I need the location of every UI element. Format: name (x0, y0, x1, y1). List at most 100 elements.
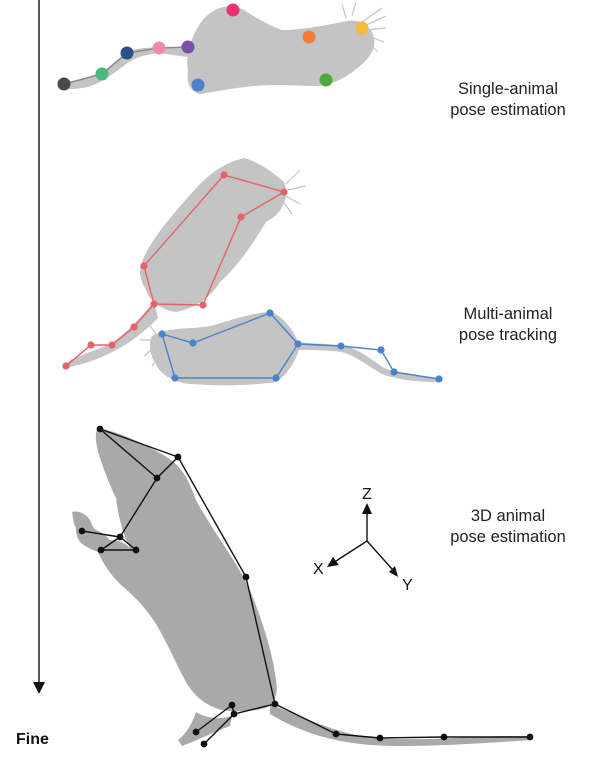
red-skeleton-keypoint (199, 301, 207, 309)
threed-skeleton-bone (379, 736, 445, 739)
xyz-axes: Z X Y (313, 486, 413, 594)
single-animal-body-silhouette (187, 6, 375, 95)
blue-skeleton-keypoint (266, 309, 274, 317)
single-animal-keypoints (57, 3, 369, 92)
single-animal-label-line1: Single-animal (458, 80, 558, 98)
single-animal-tail-silhouette (62, 47, 198, 89)
blue-skeleton-keypoint (189, 339, 197, 347)
multi-animal-label-line2: pose tracking (458, 326, 558, 344)
y-axis-label: Y (402, 577, 413, 594)
threed-skeleton-keypoint (96, 425, 104, 433)
threed-skeleton-keypoint (174, 453, 182, 461)
threed-skeleton-bone (99, 428, 179, 458)
threed-skeleton-keypoint (440, 733, 448, 741)
threed-skeleton-bone (156, 456, 179, 479)
coarse-to-fine-arrowhead (33, 682, 45, 694)
single-animal-keypoint (355, 21, 369, 35)
red-skeleton-keypoint (150, 300, 158, 308)
threed-animal-label-line1: 3D animal (470, 507, 546, 525)
multi-animal-figure (62, 158, 443, 386)
multi-animal-blue-whiskers (140, 319, 163, 367)
blue-skeleton-keypoint (294, 340, 302, 348)
threed-animal-silhouette (75, 428, 277, 712)
x-axis-line (335, 540, 368, 562)
multi-animal-blue-silhouette (149, 312, 300, 386)
blue-skeleton-keypoint (390, 368, 398, 376)
multi-animal-red-tail-silhouette (64, 302, 158, 368)
threed-skeleton-keypoint (116, 533, 124, 541)
multi-animal-red-silhouette (139, 158, 286, 312)
threed-skeleton-keypoint (192, 728, 200, 736)
threed-skeleton-keypoint (132, 546, 140, 554)
single-animal-keypoint (120, 46, 134, 60)
multi-animal-red-whiskers (281, 169, 307, 215)
single-animal-whiskers (341, 1, 387, 53)
z-axis-arrowhead (362, 503, 372, 514)
single-animal-keypoint (181, 40, 195, 54)
single-animal-keypoint (152, 41, 166, 55)
threed-skeleton-keypoint (230, 710, 238, 718)
red-skeleton-keypoint (280, 188, 288, 196)
red-skeleton-keypoint (237, 213, 245, 221)
threed-skeleton-bone (233, 703, 276, 715)
threed-skeleton-bone (203, 713, 235, 745)
threed-skeleton-bone (245, 576, 276, 705)
single-animal-label-line2: pose estimation (450, 101, 566, 119)
red-skeleton-keypoint (87, 341, 95, 349)
threed-animal-hind-paw-silhouette (178, 712, 232, 746)
z-axis-label: Z (362, 486, 372, 503)
threed-animal-skeleton (78, 425, 534, 748)
blue-skeleton-keypoint (171, 374, 179, 382)
threed-skeleton-bone (335, 733, 381, 739)
threed-animal-label-line2: pose estimation (450, 528, 566, 546)
red-skeleton-keypoint (130, 323, 138, 331)
red-skeleton-keypoint (108, 341, 116, 349)
threed-animal-figure (72, 425, 534, 748)
threed-skeleton-keypoint (526, 733, 534, 741)
blue-skeleton-keypoint (435, 375, 443, 383)
threed-skeleton-keypoint (228, 701, 236, 709)
multi-animal-red-skeleton (62, 171, 288, 370)
single-animal-keypoint (226, 3, 240, 17)
y-axis-arrowhead (389, 566, 398, 577)
threed-skeleton-keypoint (78, 527, 86, 535)
red-skeleton-keypoint (220, 171, 228, 179)
y-axis-line (366, 540, 393, 570)
threed-skeleton-keypoint (153, 474, 161, 482)
multi-animal-blue-tail-silhouette (298, 342, 440, 382)
single-animal-keypoint (302, 30, 316, 44)
threed-skeleton-bone (119, 477, 158, 538)
multi-animal-label-line1: Multi-animal (463, 305, 553, 323)
multi-animal-blue-skeleton (158, 309, 443, 383)
threed-skeleton-bone (195, 704, 233, 733)
single-animal-figure (57, 1, 387, 95)
threed-skeleton-bone (177, 456, 247, 578)
single-animal-keypoint (319, 73, 333, 87)
blue-skeleton-keypoint (337, 342, 345, 350)
single-animal-keypoint (191, 78, 205, 92)
single-animal-keypoint (57, 77, 71, 91)
threed-skeleton-keypoint (242, 573, 250, 581)
threed-skeleton-keypoint (97, 546, 105, 554)
single-animal-keypoint (95, 67, 109, 81)
threed-animal-tail-silhouette (270, 704, 532, 746)
blue-skeleton-keypoint (272, 374, 280, 382)
blue-skeleton-keypoint (377, 346, 385, 354)
threed-skeleton-keypoint (332, 730, 340, 738)
threed-skeleton-keypoint (200, 740, 208, 748)
threed-skeleton-bone (100, 536, 121, 551)
threed-skeleton-keypoint (271, 700, 279, 708)
multi-animal-label: Multi-animal pose tracking (418, 304, 598, 346)
threed-animal-label: 3D animal pose estimation (418, 506, 598, 548)
threed-skeleton-bone (99, 428, 158, 479)
threed-skeleton-keypoint (376, 734, 384, 742)
threed-skeleton-bone (119, 536, 137, 551)
red-skeleton-keypoint (62, 362, 70, 370)
threed-skeleton-bone (81, 530, 121, 538)
x-axis-label: X (313, 561, 324, 578)
single-animal-label: Single-animal pose estimation (418, 79, 598, 121)
fine-label: Fine (16, 731, 49, 748)
red-skeleton-keypoint (140, 262, 148, 270)
